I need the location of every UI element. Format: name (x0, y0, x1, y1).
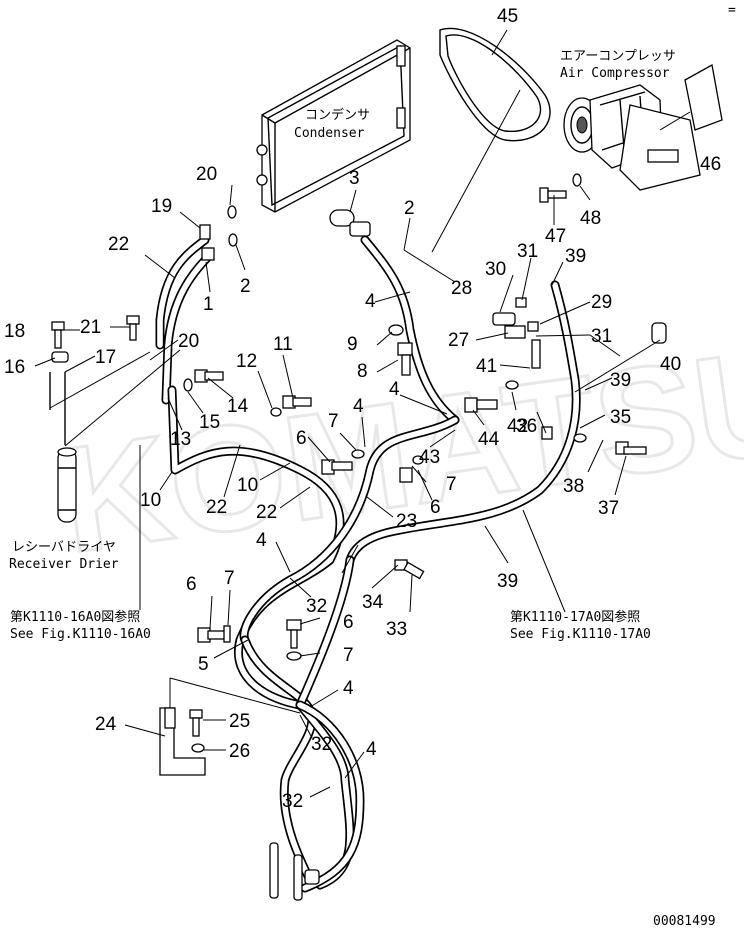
callout: 32 (282, 791, 303, 812)
reference-right: 第K1110-17A0図参照 See Fig.K1110-17A0 (510, 609, 651, 642)
callout: 43 (419, 447, 440, 468)
callout: 33 (386, 619, 407, 640)
pipe-ends (269, 842, 320, 901)
callout: 35 (610, 407, 631, 428)
callout: 24 (95, 714, 117, 735)
condenser-label-jp: コンデンサ (305, 107, 370, 123)
callout: 16 (4, 357, 25, 378)
callout: 4 (365, 291, 376, 312)
callout: 1 (203, 294, 214, 315)
corner-mark: = (728, 3, 736, 18)
compressor-label-en: Air Compressor (560, 66, 670, 81)
washer-48 (572, 173, 582, 187)
callout: 28 (451, 278, 472, 299)
compressor-label-jp: エアーコンプレッサ (560, 49, 676, 64)
callout: 22 (108, 234, 129, 255)
callout: 37 (598, 498, 619, 519)
callout: 39 (497, 571, 518, 592)
callout-numbers: 45 46 47 48 20 19 22 1 2 3 2 28 30 31 39… (4, 6, 721, 812)
callout: 6 (343, 612, 354, 633)
callout: 30 (485, 259, 506, 280)
drawing-number: 00081499 (653, 914, 716, 929)
callout: 4 (256, 530, 267, 551)
leader-lines (34, 29, 691, 798)
callout: 4 (389, 379, 400, 400)
ref-left-en: See Fig.K1110-16A0 (10, 627, 151, 642)
receiver-label-jp: レシーバドライヤ (12, 540, 116, 555)
callout: 22 (206, 497, 227, 518)
callout: 12 (236, 351, 257, 372)
callout: 6 (186, 574, 197, 595)
bracket-24 (159, 707, 206, 776)
callout: 7 (343, 645, 354, 666)
callout: 39 (565, 246, 586, 267)
callout: 21 (80, 317, 101, 338)
callout: 5 (198, 654, 209, 675)
callout: 45 (497, 6, 518, 27)
callout: 13 (170, 429, 191, 450)
reference-left: 第K1110-16A0図参照 See Fig.K1110-16A0 (10, 609, 151, 642)
callout: 17 (95, 347, 116, 368)
callout: 6 (296, 428, 307, 449)
drive-belt (439, 27, 551, 142)
receiver-mounting-parts (49, 315, 140, 445)
callout: 38 (563, 476, 584, 497)
callout: 3 (349, 168, 360, 189)
condenser-label-en: Condenser (294, 126, 365, 141)
callout: 8 (357, 361, 368, 382)
callout: 14 (227, 396, 249, 417)
callout: 47 (545, 226, 566, 247)
callout: 9 (347, 334, 358, 355)
callout: 32 (311, 734, 332, 755)
callout: 2 (240, 276, 251, 297)
ref-left-jp: 第K1110-16A0図参照 (10, 609, 140, 625)
callout: 32 (306, 596, 327, 617)
callout: 4 (366, 739, 377, 760)
ref-right-en: See Fig.K1110-17A0 (510, 627, 651, 642)
bolt-47 (539, 187, 567, 203)
callout: 29 (591, 292, 612, 313)
callout: 10 (140, 490, 161, 511)
callout: 36 (516, 416, 537, 437)
callout: 4 (343, 678, 354, 699)
callout: 15 (199, 412, 220, 433)
callout: 42 (507, 416, 528, 437)
callout: 11 (273, 334, 293, 355)
callout: 34 (362, 592, 384, 613)
callout: 44 (478, 429, 500, 450)
condenser: コンデンサ Condenser (256, 39, 411, 213)
callout: 7 (328, 411, 339, 432)
refrigerant-hoses (155, 235, 581, 893)
ref-right-jp: 第K1110-17A0図参照 (510, 609, 640, 625)
callout: 46 (700, 154, 721, 175)
callout: 7 (224, 568, 235, 589)
callout: 19 (151, 196, 172, 217)
receiver-drier: レシーバドライヤ Receiver Drier (9, 447, 119, 572)
callout: 7 (446, 474, 457, 495)
air-compressor: エアーコンプレッサ Air Compressor (560, 49, 723, 191)
receiver-label-en: Receiver Drier (9, 557, 119, 572)
callout: 27 (448, 330, 469, 351)
callout: 10 (237, 475, 258, 496)
callout: 40 (660, 354, 681, 375)
callout: 20 (178, 331, 199, 352)
callout: 22 (256, 502, 277, 523)
callout: 23 (396, 511, 417, 532)
callout: 20 (196, 164, 217, 185)
callout: 26 (229, 741, 250, 762)
callout: 48 (580, 208, 601, 229)
callout: 25 (229, 711, 250, 732)
fittings (183, 205, 667, 661)
callout: 41 (476, 356, 497, 377)
callout: 39 (610, 370, 631, 391)
callout: 31 (517, 241, 538, 262)
callout: 31 (591, 326, 612, 347)
callout: 6 (430, 497, 441, 518)
callout: 4 (353, 396, 364, 417)
callout: 2 (404, 198, 415, 219)
callout: 18 (4, 321, 25, 342)
